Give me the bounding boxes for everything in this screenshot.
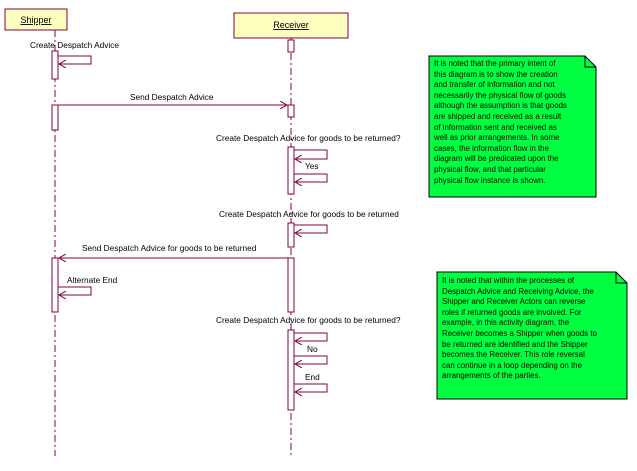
svg-text:Alternate End: Alternate End [67,275,118,285]
svg-text:Create Despatch Advice for goo: Create Despatch Advice for goods to be r… [216,133,401,143]
note-text-line: be returned are identified and the Shipp… [442,339,588,349]
note-text-line: becomes the Receiver. This role reversal [442,350,585,360]
svg-text:Create Despatch Advice for goo: Create Despatch Advice for goods to be r… [219,209,399,219]
note-text-line: cases, the information flow in the [434,143,549,153]
activation-bar [287,39,295,53]
note-text-line: Despatch Advice and Receiving Advice, th… [442,286,594,296]
note-text-line: arrangements of the parties. [442,371,541,381]
note-text-line: necessarily the physical flow of goods [434,90,567,100]
message-create-return-advice-question-2[interactable]: Create Despatch Advice for goods to be r… [216,315,401,341]
message-send-despatch-advice[interactable]: Send Despatch Advice [58,92,287,105]
svg-text:Send Despatch Advice for goods: Send Despatch Advice for goods to be ret… [82,243,257,253]
actor-receiver[interactable]: Receiver [233,12,349,39]
note-text-line: physical flow, and that particular [434,164,546,174]
note-text-line: can continue in a loop depending on the [442,360,582,370]
note-text-line: Shipper and Receiver Actors can reverse [442,297,586,307]
message-create-despatch-advice[interactable]: Create Despatch Advice [30,40,119,64]
actor-shipper-label: Shipper [20,15,51,25]
svg-text:Create Despatch Advice for goo: Create Despatch Advice for goods to be r… [216,315,401,325]
note-text-line: diagram will be predicated upon the [434,154,559,164]
note-text-line: roles if returned goods are involved. Fo… [442,307,582,317]
svg-text:No: No [307,344,318,354]
svg-text:Send Despatch Advice: Send Despatch Advice [130,92,214,102]
note-text-line: although the assumption is that goods [434,101,567,111]
note-text-line: of information sent and received as [434,122,557,132]
message-no[interactable]: No [294,344,328,364]
note-role-reversal: It is noted that within the processes of… [437,273,627,399]
note-text-line: physical flow instance is shown. [434,175,546,185]
activation-bar [51,257,59,313]
svg-text:End: End [305,372,320,382]
activation-bar [287,146,295,195]
message-send-return-advice[interactable]: Send Despatch Advice for goods to be ret… [59,243,288,258]
note-text-line: and transfer of information and not [434,80,555,90]
note-shape-2 [436,271,628,400]
message-create-return-advice-question[interactable]: Create Despatch Advice for goods to be r… [216,133,401,159]
activation-bar [51,50,59,80]
note-text-line: this diagram is to show the creation [434,69,558,79]
message-yes[interactable]: Yes [294,161,328,182]
message-alternate-end[interactable]: Alternate End [58,275,118,295]
note-text-line: Receiver becomes a Shipper when goods to [442,328,597,338]
message-end[interactable]: End [294,372,328,392]
activation-bar [51,104,59,131]
note-text-line: example, in this activity diagram, the [442,318,570,328]
svg-text:Create Despatch Advice: Create Despatch Advice [30,40,119,50]
note-text-line: are shipped and received as a result [434,111,562,121]
note-fold-2 [615,272,627,284]
note-text-line: It is noted that the primary intent of [434,59,556,68]
activation-bar [287,104,295,118]
actor-shipper[interactable]: Shipper [4,8,68,31]
actor-receiver-label: Receiver [273,20,309,30]
svg-text:Yes: Yes [305,161,319,171]
message-create-return-advice[interactable]: Create Despatch Advice for goods to be r… [219,209,399,233]
note-text-line: well as prior arrangements. In some [434,133,560,143]
activation-bar [287,257,295,313]
note-shape-1 [428,55,597,198]
activation-bar [287,222,295,248]
note-text-line: It is noted that within the processes of [442,276,575,285]
note-fold-1 [584,56,596,68]
activation-bar [287,329,295,411]
